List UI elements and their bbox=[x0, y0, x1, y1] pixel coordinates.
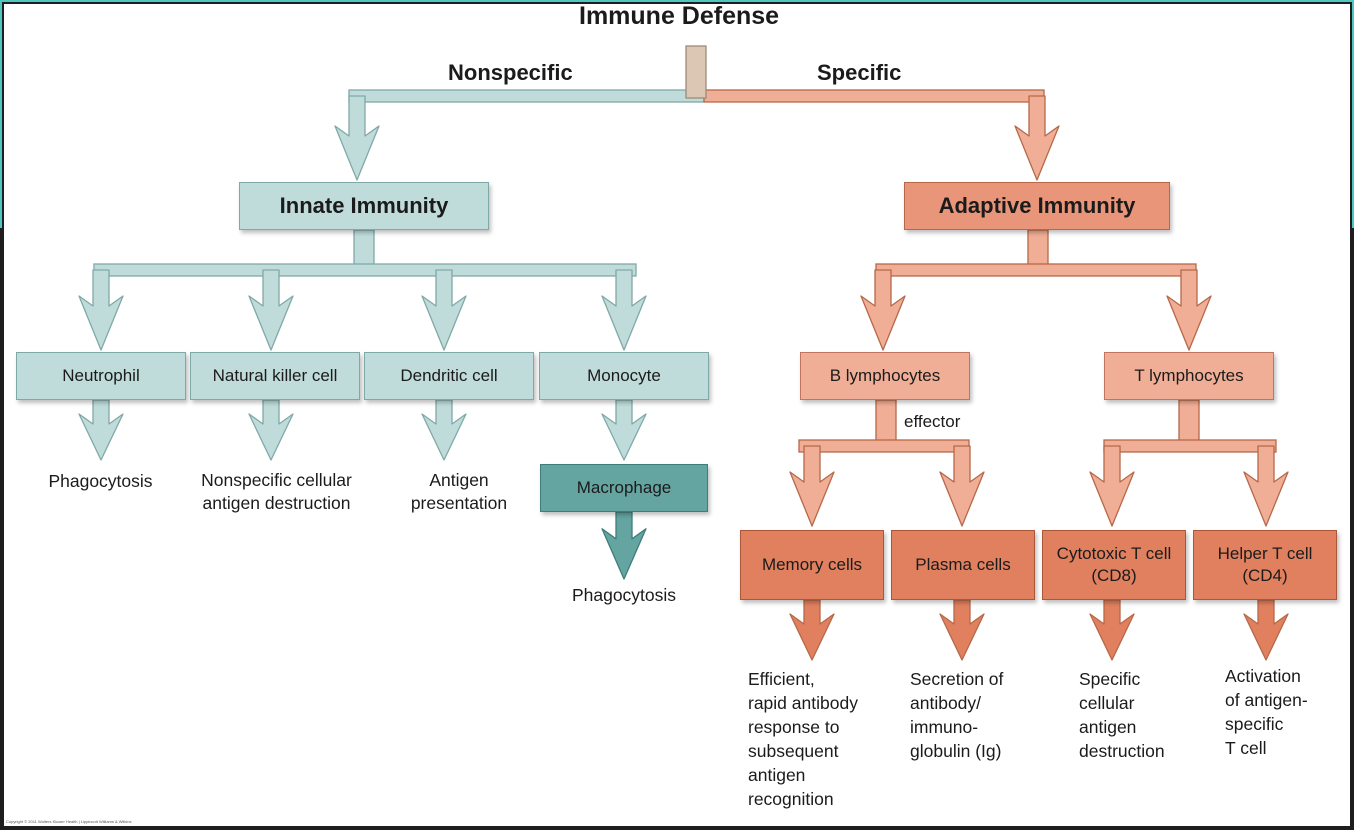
arrow-effect-2 bbox=[1089, 599, 1135, 661]
arrow-to-plasma bbox=[939, 445, 985, 527]
label-effector: effector bbox=[904, 412, 961, 431]
arrow-innate-cell-0 bbox=[78, 399, 124, 461]
bar-b bbox=[798, 439, 970, 453]
arrow-to-adaptive bbox=[1014, 95, 1060, 181]
diagram-canvas: Immune Defense Nonspecific Specific Inna… bbox=[4, 2, 1350, 826]
stem-immune-defense bbox=[685, 45, 707, 99]
arrow-to-cytotoxic bbox=[1089, 445, 1135, 527]
arrow-innate-3 bbox=[601, 269, 647, 351]
arrow-innate-2 bbox=[421, 269, 467, 351]
box-neutrophil: Neutrophil bbox=[16, 352, 186, 400]
bar-t bbox=[1103, 439, 1277, 453]
label-nk-function: Nonspecific cellular antigen destruction bbox=[201, 470, 352, 513]
label-specific: Specific bbox=[817, 60, 902, 85]
arrow-innate-cell-3 bbox=[601, 399, 647, 461]
arrow-innate-0 bbox=[78, 269, 124, 351]
arrow-to-innate bbox=[334, 95, 380, 181]
arrow-to-helper bbox=[1243, 445, 1289, 527]
box-cytotoxic-t-cell: Cytotoxic T cell (CD8) bbox=[1042, 530, 1186, 600]
arrow-innate-cell-2 bbox=[421, 399, 467, 461]
label-neutrophil-function: Phagocytosis bbox=[48, 471, 153, 491]
box-adaptive-immunity: Adaptive Immunity bbox=[904, 182, 1170, 230]
arrow-effect-0 bbox=[789, 599, 835, 661]
label-plasma-function: Secretion of antibody/ immuno- globulin … bbox=[910, 669, 1004, 761]
box-natural-killer-cell: Natural killer cell bbox=[190, 352, 360, 400]
bar-adaptive bbox=[875, 263, 1197, 277]
box-memory-cells: Memory cells bbox=[740, 530, 884, 600]
arrow-effect-1 bbox=[939, 599, 985, 661]
connector-arrows bbox=[78, 45, 1289, 661]
bar-nonspecific bbox=[348, 89, 705, 103]
box-innate-immunity: Innate Immunity bbox=[239, 182, 489, 230]
arrow-macrophage bbox=[601, 511, 647, 580]
arrow-to-memory bbox=[789, 445, 835, 527]
bar-innate bbox=[93, 263, 637, 277]
label-dendritic-function: Antigen presentation bbox=[410, 470, 508, 513]
label-nonspecific: Nonspecific bbox=[448, 60, 573, 85]
stem-b bbox=[875, 399, 897, 445]
copyright-text: Copyright © 2011 Wolters Kluwer Health |… bbox=[6, 819, 132, 824]
label-cytotoxic-function: Specific cellular antigen destruction bbox=[1079, 669, 1165, 761]
arrow-to-t bbox=[1166, 269, 1212, 351]
box-monocyte: Monocyte bbox=[539, 352, 709, 400]
bar-specific bbox=[703, 89, 1045, 103]
box-t-lymphocytes: T lymphocytes bbox=[1104, 352, 1274, 400]
label-memory-function: Efficient, rapid antibody response to su… bbox=[748, 669, 858, 809]
box-macrophage: Macrophage bbox=[540, 464, 708, 512]
diagram-title: Immune Defense bbox=[579, 2, 780, 30]
arrow-innate-cell-1 bbox=[248, 399, 294, 461]
arrow-innate-1 bbox=[248, 269, 294, 351]
arrow-to-b bbox=[860, 269, 906, 351]
box-plasma-cells: Plasma cells bbox=[891, 530, 1035, 600]
box-b-lymphocytes: B lymphocytes bbox=[800, 352, 970, 400]
label-macrophage-function: Phagocytosis bbox=[571, 585, 677, 605]
box-dendritic-cell: Dendritic cell bbox=[364, 352, 534, 400]
label-helper-function: Activation of antigen- specific T cell bbox=[1225, 666, 1308, 758]
box-helper-t-cell: Helper T cell (CD4) bbox=[1193, 530, 1337, 600]
arrow-effect-3 bbox=[1243, 599, 1289, 661]
stem-t bbox=[1178, 399, 1200, 445]
